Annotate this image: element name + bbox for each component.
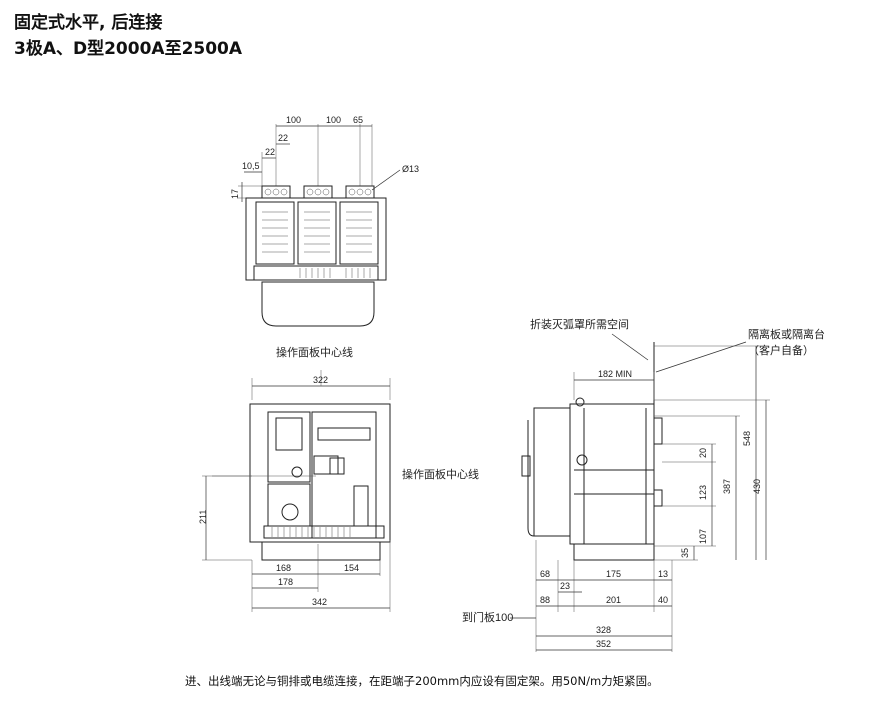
dim-168: 168	[276, 563, 291, 573]
dim-22-lower: 22	[265, 147, 275, 157]
dim-68: 68	[540, 569, 550, 579]
dim-182-min: 182 MIN	[598, 369, 632, 379]
dim-17: 17	[230, 189, 240, 199]
dim-430: 430	[752, 479, 762, 494]
dim-100-middle: 100	[326, 115, 341, 125]
dim-201: 201	[606, 595, 621, 605]
dim-352: 352	[596, 639, 611, 649]
partition-label-line2: （客户自备）	[748, 343, 814, 357]
dim-387: 387	[722, 479, 732, 494]
dim-10-5: 10,5	[242, 161, 260, 171]
page-subtitle: 3极A、D型2000A至2500A	[14, 39, 243, 59]
dim-123: 123	[698, 485, 708, 500]
dim-22-upper: 22	[278, 133, 288, 143]
dim-107: 107	[698, 529, 708, 544]
dim-211: 211	[198, 510, 208, 524]
top-view-caption: 操作面板中心线	[276, 345, 353, 359]
to-door-label: 到门板100	[462, 610, 513, 624]
dim-40: 40	[658, 595, 668, 605]
front-view-side-label: 操作面板中心线	[402, 467, 479, 481]
dim-23: 23	[560, 581, 570, 591]
top-view: 100 100 65 22 22 10,5 17 Ø13	[230, 115, 419, 359]
dim-178: 178	[278, 577, 293, 587]
dim-342: 342	[312, 597, 327, 607]
page-title: 固定式水平, 后连接	[14, 13, 163, 33]
front-view: 322 操作面板中心线 211	[198, 370, 479, 612]
dim-154: 154	[344, 563, 359, 573]
side-view: 折装灭弧罩所需空间 隔离板或隔离台 （客户自备） 182 MIN 548 430…	[462, 317, 825, 652]
dim-35: 35	[680, 548, 690, 558]
dim-328: 328	[596, 625, 611, 635]
dim-322: 322	[313, 375, 328, 385]
dim-hole-diameter: Ø13	[402, 164, 419, 174]
partition-label-line1: 隔离板或隔离台	[748, 327, 825, 341]
dim-100-left: 100	[286, 115, 301, 125]
dim-65: 65	[353, 115, 363, 125]
dim-20: 20	[698, 448, 708, 458]
footer-note: 进、出线端无论与铜排或电缆连接，在距端子200mm内应设有固定架。用50N/m力…	[185, 674, 659, 688]
arc-space-label: 折装灭弧罩所需空间	[530, 317, 629, 331]
dim-13: 13	[658, 569, 668, 579]
dim-548: 548	[742, 431, 752, 446]
dim-88: 88	[540, 595, 550, 605]
dim-175: 175	[606, 569, 621, 579]
